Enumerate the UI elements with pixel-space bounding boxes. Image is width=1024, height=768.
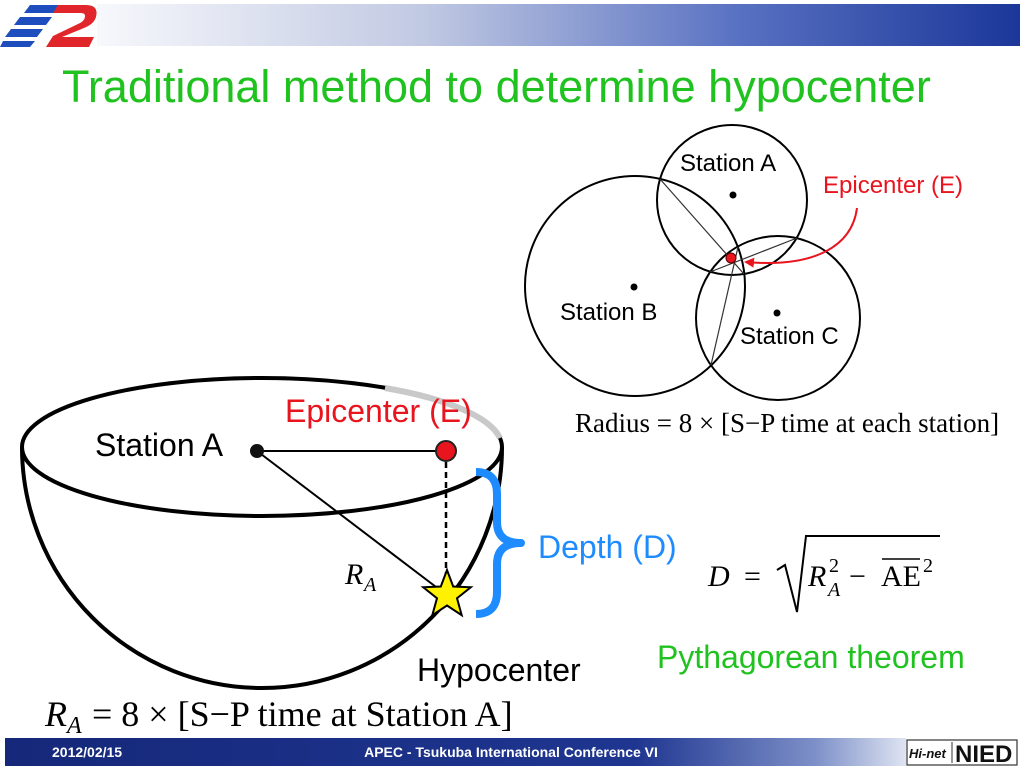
hypocenter-label: Hypocenter <box>417 652 581 688</box>
ra-subscript: A <box>362 574 377 596</box>
depth-brace <box>475 468 525 618</box>
chord-b-c <box>710 246 739 366</box>
brand-logo <box>0 5 97 47</box>
formula-r: R <box>807 560 826 593</box>
logo-red-shape <box>46 5 97 47</box>
epicenter-arrow <box>744 207 858 268</box>
station-c-label: Station C <box>740 323 839 350</box>
footer-bar <box>5 738 906 766</box>
ra-formula-subscript: A <box>65 713 82 739</box>
ra-symbol: R <box>344 558 363 591</box>
bowl-outline <box>20 446 504 690</box>
station-c-dot <box>773 309 781 317</box>
formula-minus: − <box>849 560 866 593</box>
hinet-logo-text: Hi-net <box>909 746 947 761</box>
station-a-label: Station A <box>680 150 776 177</box>
formula-ae-superscript: 2 <box>923 555 933 577</box>
chord-a-c <box>709 237 798 273</box>
bowl-diagram: Station A Epicenter (E) R A Depth (D) Hy… <box>20 376 677 690</box>
station-a-dot <box>729 191 737 199</box>
header-bar <box>97 4 1020 46</box>
hypocenter-star-icon <box>420 567 474 618</box>
page-title: Traditional method to determine hypocent… <box>62 61 931 112</box>
station-a-circle <box>656 124 808 276</box>
formula-d: D <box>707 560 730 593</box>
ra-formula: R A = 8 × [S−P time at Station A] <box>44 694 513 739</box>
ra-formula-rhs: = 8 × [S−P time at Station A] <box>92 694 513 734</box>
station-a-label: Station A <box>95 427 224 463</box>
epicenter-dot <box>725 252 737 264</box>
theorem-label: Pythagorean theorem <box>657 639 965 675</box>
formula-r-superscript: 2 <box>829 555 839 577</box>
formula-equals: = <box>744 560 761 593</box>
formula-r-subscript: A <box>826 579 841 601</box>
station-circles-diagram: Station A Station B Station C Epicenter … <box>524 124 999 438</box>
surface-ellipse <box>20 376 504 518</box>
station-c-circle <box>695 235 861 401</box>
epicenter-dot <box>435 440 457 462</box>
logo-blue-stripe <box>5 29 43 37</box>
station-a-dot <box>250 444 264 458</box>
nied-logo-text: NIED <box>955 741 1012 768</box>
depth-label: Depth (D) <box>538 529 677 565</box>
radical-sign <box>776 535 940 613</box>
logo-blue-stripe <box>14 17 52 25</box>
station-b-circle <box>524 175 746 397</box>
surface-highlight-arc <box>384 385 503 440</box>
ra-line <box>256 450 441 591</box>
formula-ae: AE <box>881 560 921 593</box>
epicenter-label: Epicenter (E) <box>285 393 472 429</box>
footer-logo: Hi-net NIED <box>906 739 1018 768</box>
epicenter-label: Epicenter (E) <box>823 172 963 199</box>
footer-logo-box <box>906 739 1018 766</box>
logo-blue-stripe <box>24 5 60 13</box>
depth-formula: D = R 2 A − AE 2 <box>707 535 940 613</box>
footer-date: 2012/02/15 <box>52 744 122 760</box>
radius-formula: Radius = 8 × [S−P time at each station] <box>575 408 999 438</box>
ra-formula-r: R <box>44 694 67 734</box>
footer-conference: APEC - Tsukuba International Conference … <box>364 744 658 760</box>
logo-blue-stripe <box>0 41 35 47</box>
station-b-dot <box>630 283 638 291</box>
station-b-label: Station B <box>560 299 657 326</box>
